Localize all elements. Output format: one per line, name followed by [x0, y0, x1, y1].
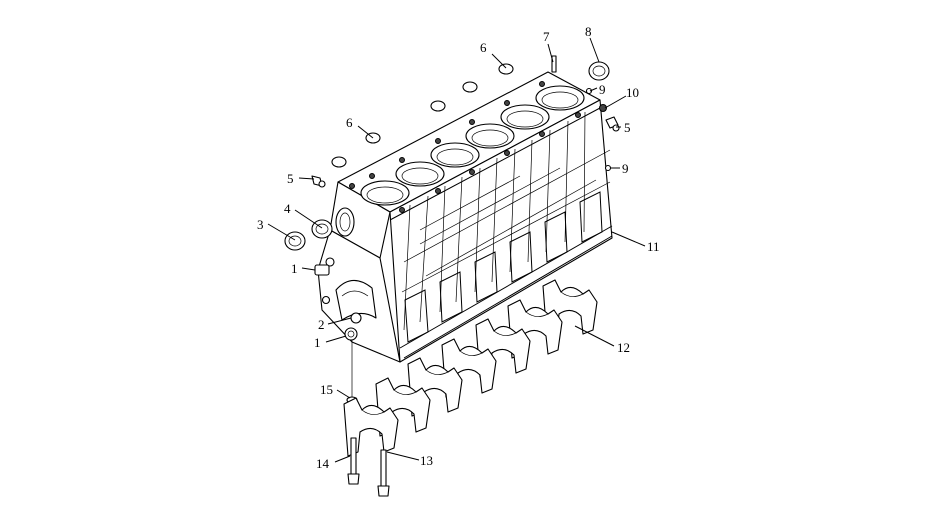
- cylinder-bores: [360, 85, 585, 206]
- callout-9-upper: 9: [599, 82, 606, 97]
- callout-7: 7: [543, 29, 550, 44]
- cylinder-block: [317, 71, 613, 363]
- callout-8: 8: [585, 24, 592, 39]
- callout-12: 12: [617, 340, 630, 355]
- callout-5-left: 5: [287, 171, 294, 186]
- block-ribs: [401, 111, 611, 343]
- callout-14: 14: [316, 456, 330, 471]
- plug-10: [599, 104, 607, 112]
- callout-10: 10: [626, 85, 639, 100]
- seal-2: [350, 312, 362, 324]
- plugs-5: [311, 116, 620, 188]
- callout-13: 13: [420, 453, 433, 468]
- callout-9-lower: 9: [622, 161, 629, 176]
- callout-labels: 1 1 2 3 4 5 5 6 6 7 8 9 9 10 11 12 13 14…: [257, 24, 660, 471]
- callout-1-upper: 1: [291, 261, 298, 276]
- front-end-detail: [321, 207, 377, 321]
- callout-11: 11: [647, 239, 660, 254]
- sleeve-8: [588, 61, 610, 81]
- callout-15: 15: [320, 382, 333, 397]
- callout-1-lower: 1: [314, 335, 321, 350]
- dowel-pin-7: [551, 55, 557, 73]
- callout-6-right: 6: [480, 40, 487, 55]
- callout-5-right: 5: [624, 120, 631, 135]
- main-bearing-caps-12: [343, 279, 598, 457]
- head-bolt-holes: [349, 81, 581, 213]
- callout-6-left: 6: [346, 115, 353, 130]
- callout-4: 4: [284, 201, 291, 216]
- washer-15: [346, 340, 358, 404]
- callout-2: 2: [318, 317, 325, 332]
- callout-leaders: [267, 37, 646, 463]
- pins-9: [585, 87, 612, 172]
- callout-3: 3: [257, 217, 264, 232]
- main-bearing-bolts-13-14: [347, 437, 390, 497]
